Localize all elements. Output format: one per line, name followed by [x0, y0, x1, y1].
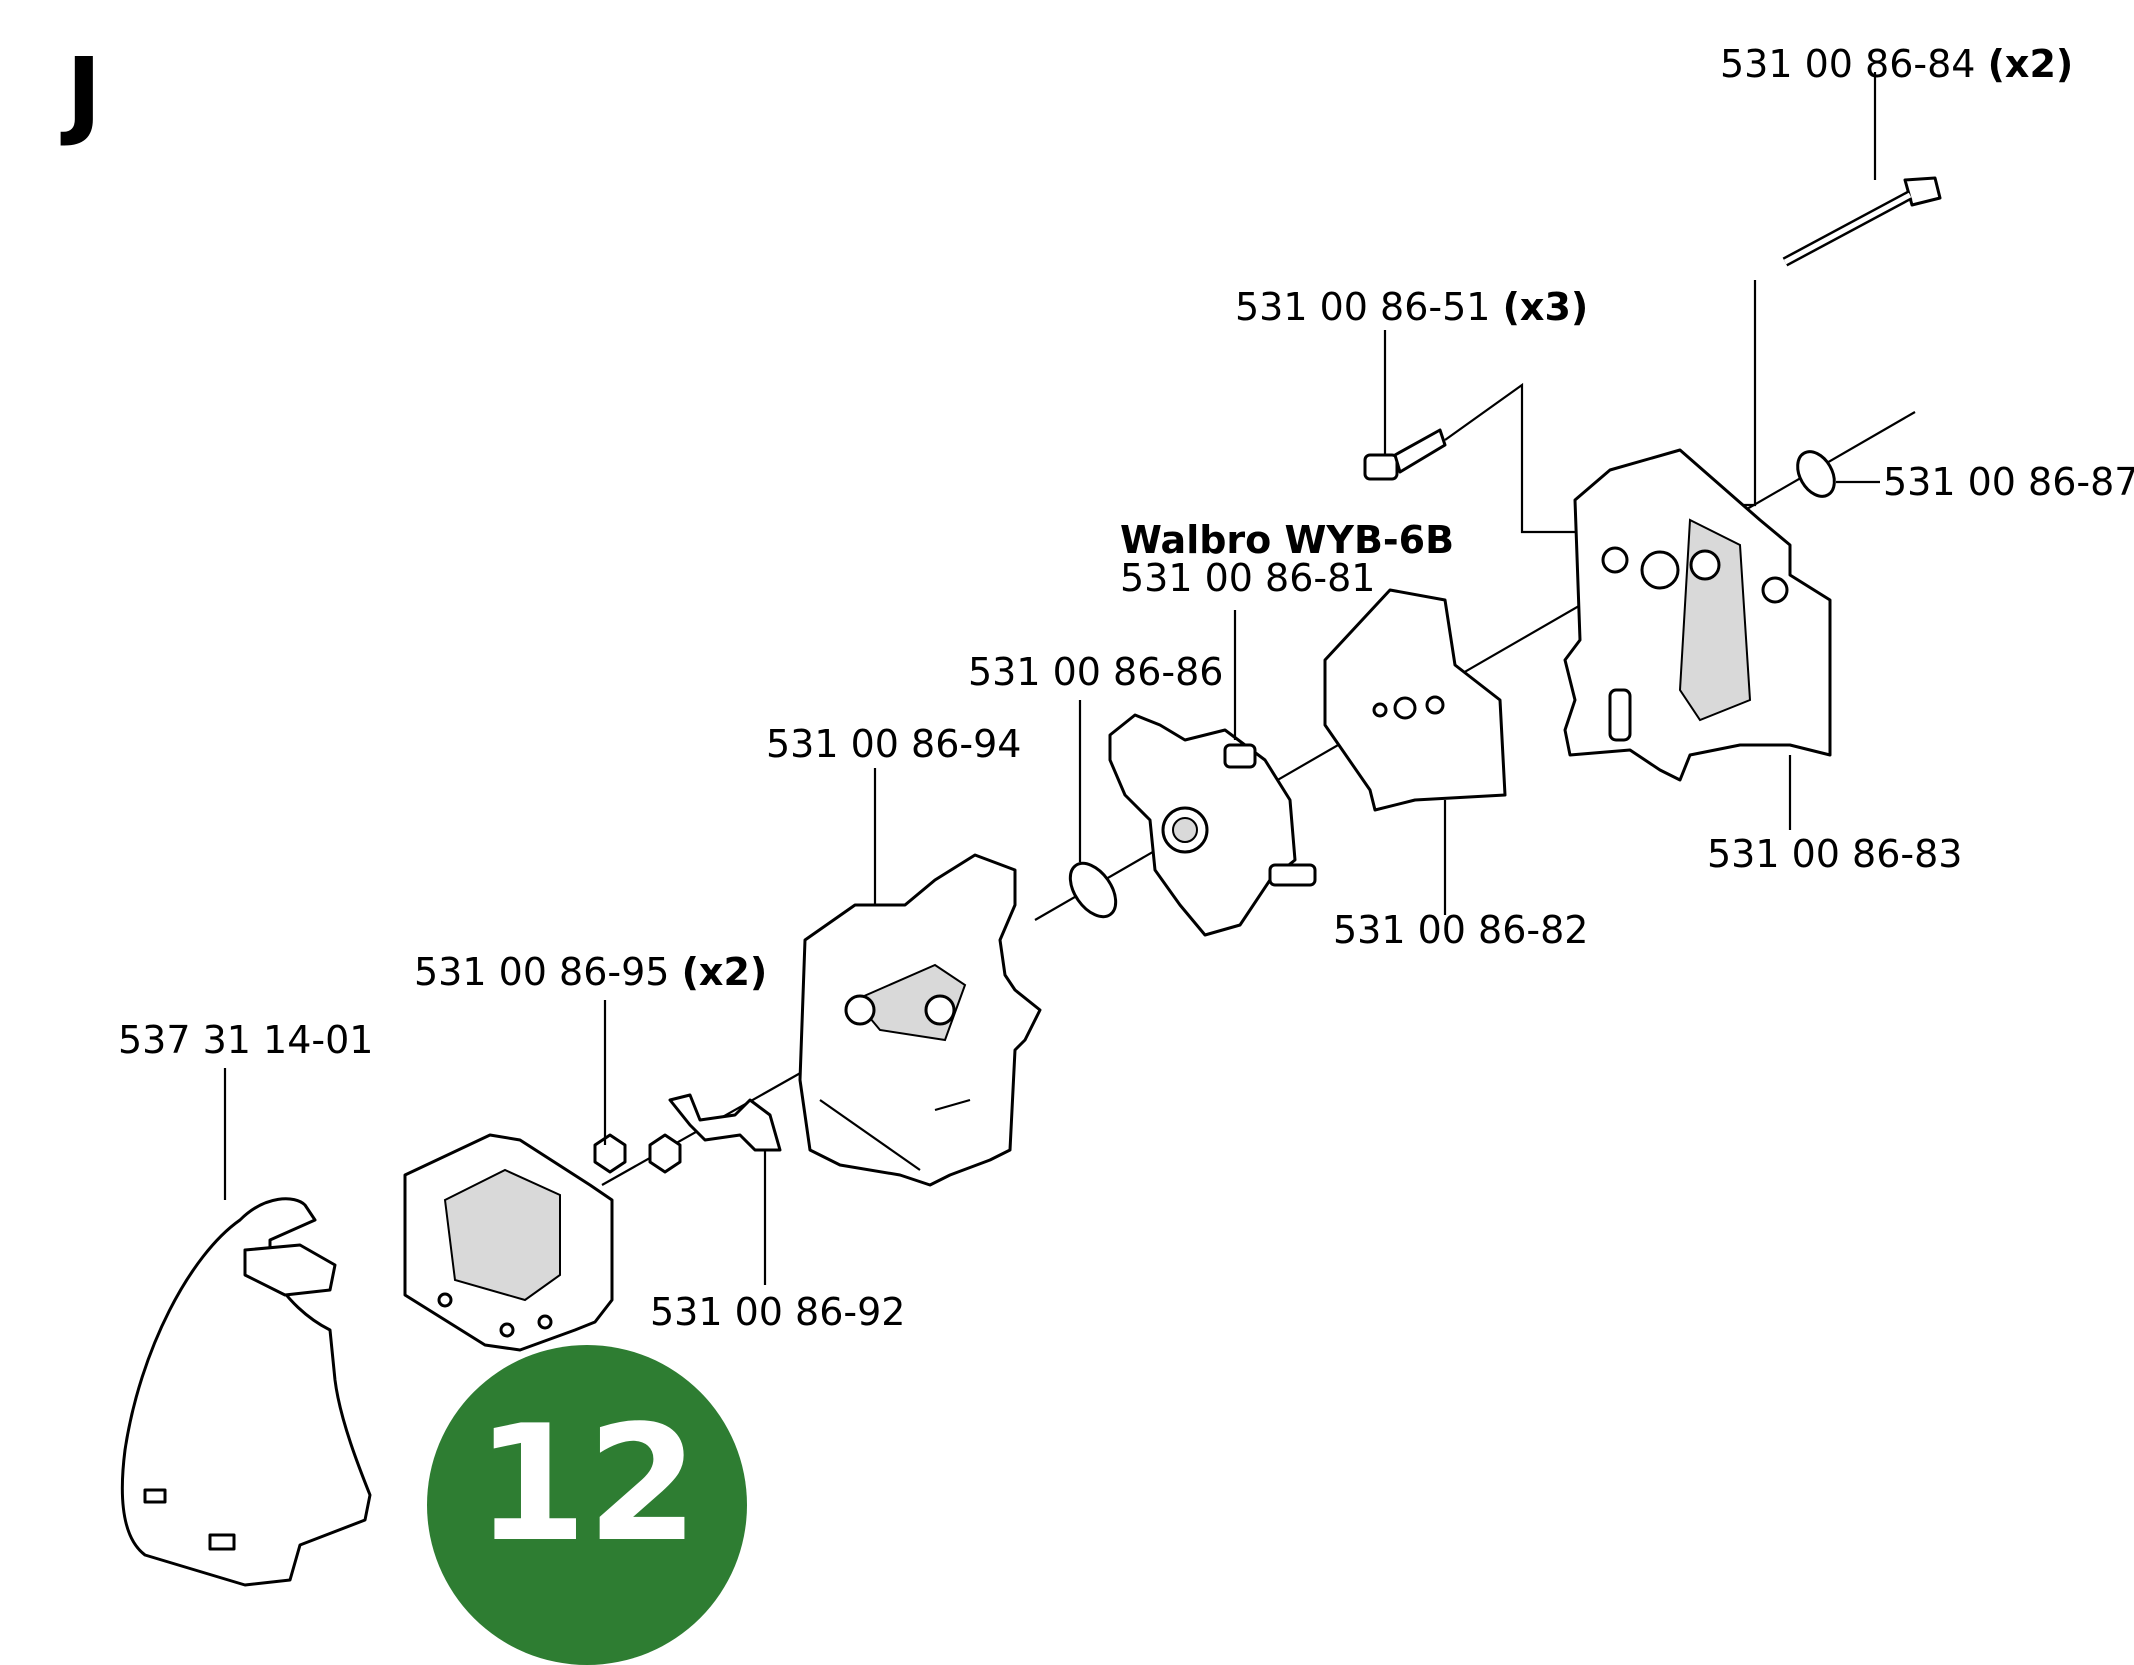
- quantity: (x3): [1502, 285, 1589, 329]
- long-bolt-part: [1782, 176, 1942, 267]
- part-label-531-00-86-87: 531 00 86-87: [1883, 460, 2134, 504]
- filter-cover-part: [120, 1197, 372, 1587]
- part-label-531-00-86-95: 531 00 86-95 (x2): [414, 950, 767, 994]
- o-ring-part: [1068, 861, 1118, 919]
- bracket-part: [668, 1093, 782, 1152]
- part-number: 531 00 86-83: [1707, 832, 1963, 876]
- part-number: 531 00 86-82: [1333, 908, 1589, 952]
- leader-84-lower: [1730, 280, 1757, 507]
- part-number: 531 00 86-51: [1235, 285, 1491, 329]
- part-number: 531 00 86-87: [1883, 460, 2134, 504]
- air-filter-element-part: [403, 1133, 614, 1352]
- part-label-531-00-86-84: 531 00 86-84 (x2): [1720, 42, 2073, 86]
- carburetor-model-label: Walbro WYB-6B: [1120, 518, 1455, 562]
- quantity: (x2): [681, 950, 768, 994]
- part-number: 531 00 86-81: [1120, 556, 1376, 600]
- part-number: 531 00 86-92: [650, 1290, 906, 1334]
- section-letter: J: [66, 37, 102, 149]
- part-number: 537 31 14-01: [118, 1018, 374, 1062]
- part-label-531-00-86-82: 531 00 86-82: [1333, 908, 1588, 952]
- leader-51-lower: [1444, 382, 1575, 534]
- page-number: 12: [475, 1390, 699, 1577]
- air-filter-housing-part: [798, 853, 1042, 1187]
- quantity: (x2): [1987, 42, 2074, 86]
- leader-92: [760, 1148, 767, 1285]
- page-number-badge: 12: [427, 1345, 747, 1665]
- gasket-part: [1323, 588, 1507, 812]
- intake-manifold-part: [1563, 448, 1832, 782]
- part-number: 531 00 86-95: [414, 950, 670, 994]
- part-label-531-00-86-92: 531 00 86-92: [650, 1290, 905, 1334]
- part-label-531-00-86-83: 531 00 86-83: [1707, 832, 1962, 876]
- part-label-531-00-86-86: 531 00 86-86: [968, 650, 1223, 694]
- part-label-537-31-14-01: 537 31 14-01: [118, 1018, 373, 1062]
- screw-part: [1363, 428, 1447, 481]
- part-number: 531 00 86-86: [968, 650, 1224, 694]
- part-number: 531 00 86-94: [766, 722, 1022, 766]
- part-label-531-00-86-51: 531 00 86-51 (x3): [1235, 285, 1588, 329]
- part-label-531-00-86-94: 531 00 86-94: [766, 722, 1021, 766]
- part-label-531-00-86-81: 531 00 86-81: [1120, 556, 1375, 600]
- nut-part: [593, 1133, 682, 1174]
- o-ring-part: [1796, 450, 1836, 498]
- carburetor-part: [1108, 713, 1317, 937]
- part-number: 531 00 86-84: [1720, 42, 1976, 86]
